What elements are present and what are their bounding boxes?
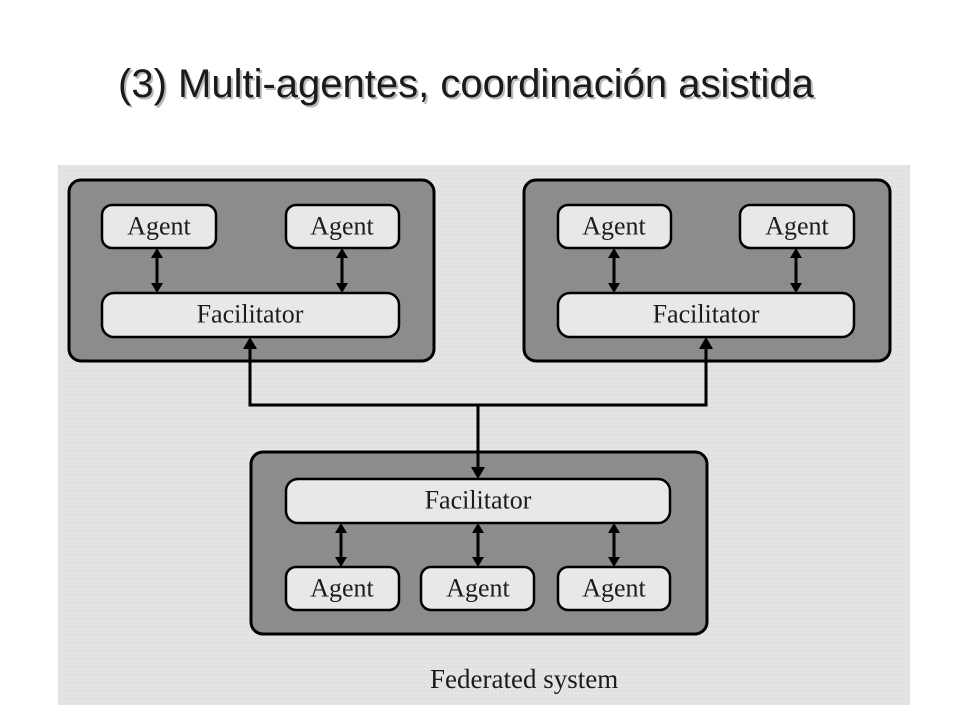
facilitator-label: Facilitator	[425, 486, 532, 515]
arrowhead	[790, 283, 802, 293]
diagram-canvas: Agent Agent Facilitator Agent Agent Faci…	[67, 178, 892, 694]
arrowhead	[608, 557, 620, 567]
agent-node-left-1: Agent	[100, 203, 218, 250]
arrowhead	[336, 283, 348, 293]
facilitator-label: Facilitator	[653, 300, 760, 329]
arrowhead	[608, 523, 620, 533]
arrowhead	[608, 283, 620, 293]
agent-label: Agent	[446, 574, 510, 603]
diagram-caption: Federated system	[430, 664, 618, 694]
agent-node-bottom-1: Agent	[284, 565, 401, 612]
agent-node-bottom-2: Agent	[419, 565, 536, 612]
agent-label: Agent	[582, 574, 646, 603]
facilitator-node-left: Facilitator	[100, 291, 401, 339]
arrowhead	[472, 523, 484, 533]
facilitator-label: Facilitator	[197, 300, 304, 329]
arrowhead	[472, 557, 484, 567]
arrowhead	[151, 248, 163, 258]
arrowhead-left-facilitator	[243, 337, 257, 349]
arrowhead	[335, 523, 347, 533]
arrowhead	[790, 248, 802, 258]
agent-label: Agent	[582, 212, 646, 241]
arrowhead	[335, 557, 347, 567]
connector-right-to-hub	[478, 349, 708, 407]
arrowhead	[151, 283, 163, 293]
agent-label: Agent	[765, 212, 829, 241]
agent-node-right-1: Agent	[556, 203, 673, 250]
agent-label: Agent	[310, 574, 374, 603]
agent-node-left-2: Agent	[284, 203, 401, 250]
arrowhead	[608, 248, 620, 258]
arrowhead-right-facilitator	[699, 337, 713, 349]
slide-title: (3) Multi-agentes, coordinación asistida	[118, 62, 814, 106]
connector-left-to-hub	[248, 349, 478, 407]
federated-system-diagram: Agent Agent Facilitator Agent Agent Faci…	[58, 165, 910, 705]
arrowhead-bottom-facilitator	[471, 467, 485, 479]
facilitator-node-bottom: Facilitator	[284, 477, 672, 525]
arrowhead	[336, 248, 348, 258]
agent-label: Agent	[127, 212, 191, 241]
agent-label: Agent	[310, 212, 374, 241]
agent-node-right-2: Agent	[738, 203, 856, 250]
facilitator-node-right: Facilitator	[556, 291, 856, 339]
agent-node-bottom-3: Agent	[556, 565, 672, 612]
